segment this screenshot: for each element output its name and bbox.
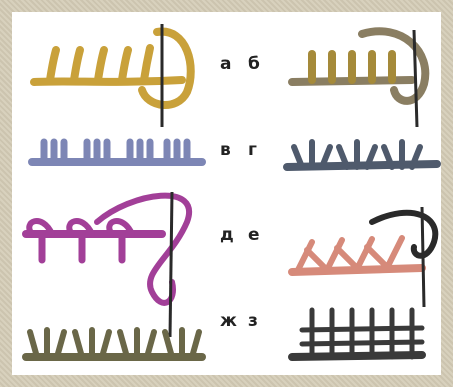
label-z: з: [248, 313, 258, 330]
stitch-v-col-1: [44, 142, 64, 162]
stitch-z-cross-h: [302, 328, 422, 344]
stitch-v-col-2: [87, 142, 107, 162]
stitch-z: [292, 310, 422, 357]
stitch-zh-fans: [30, 330, 199, 357]
stitch-a-base: [34, 80, 182, 82]
label-v: в: [220, 142, 231, 159]
needle-d: [170, 192, 172, 337]
stitch-a-loop-1: [50, 50, 56, 80]
needle-e: [422, 207, 424, 307]
stitch-z-cross-v: [312, 310, 412, 357]
label-e: е: [248, 227, 260, 244]
stitch-v: [32, 142, 202, 162]
label-g: г: [248, 142, 257, 159]
stitch-a-loop-5: [144, 48, 150, 80]
stitch-a: [34, 24, 191, 127]
stitch-g-fans: [294, 142, 420, 167]
label-zh: ж: [220, 313, 237, 330]
stitch-a-loop-3: [98, 50, 104, 80]
stitch-zh: [26, 330, 202, 357]
stitch-v-col-4: [167, 142, 187, 162]
label-d: д: [220, 227, 234, 244]
stitch-e: [292, 207, 435, 307]
stitch-g: [287, 142, 437, 167]
stitch-d-thread: [97, 196, 189, 303]
stitch-a-loop-4: [122, 50, 128, 80]
stitch-b: [292, 30, 425, 127]
stitch-e-loop: [372, 213, 435, 256]
stitch-d: [26, 192, 189, 337]
label-b: б: [248, 56, 260, 73]
label-a: а: [220, 56, 231, 73]
stitch-v-col-3: [130, 142, 150, 162]
stitch-a-loop-2: [74, 50, 80, 80]
